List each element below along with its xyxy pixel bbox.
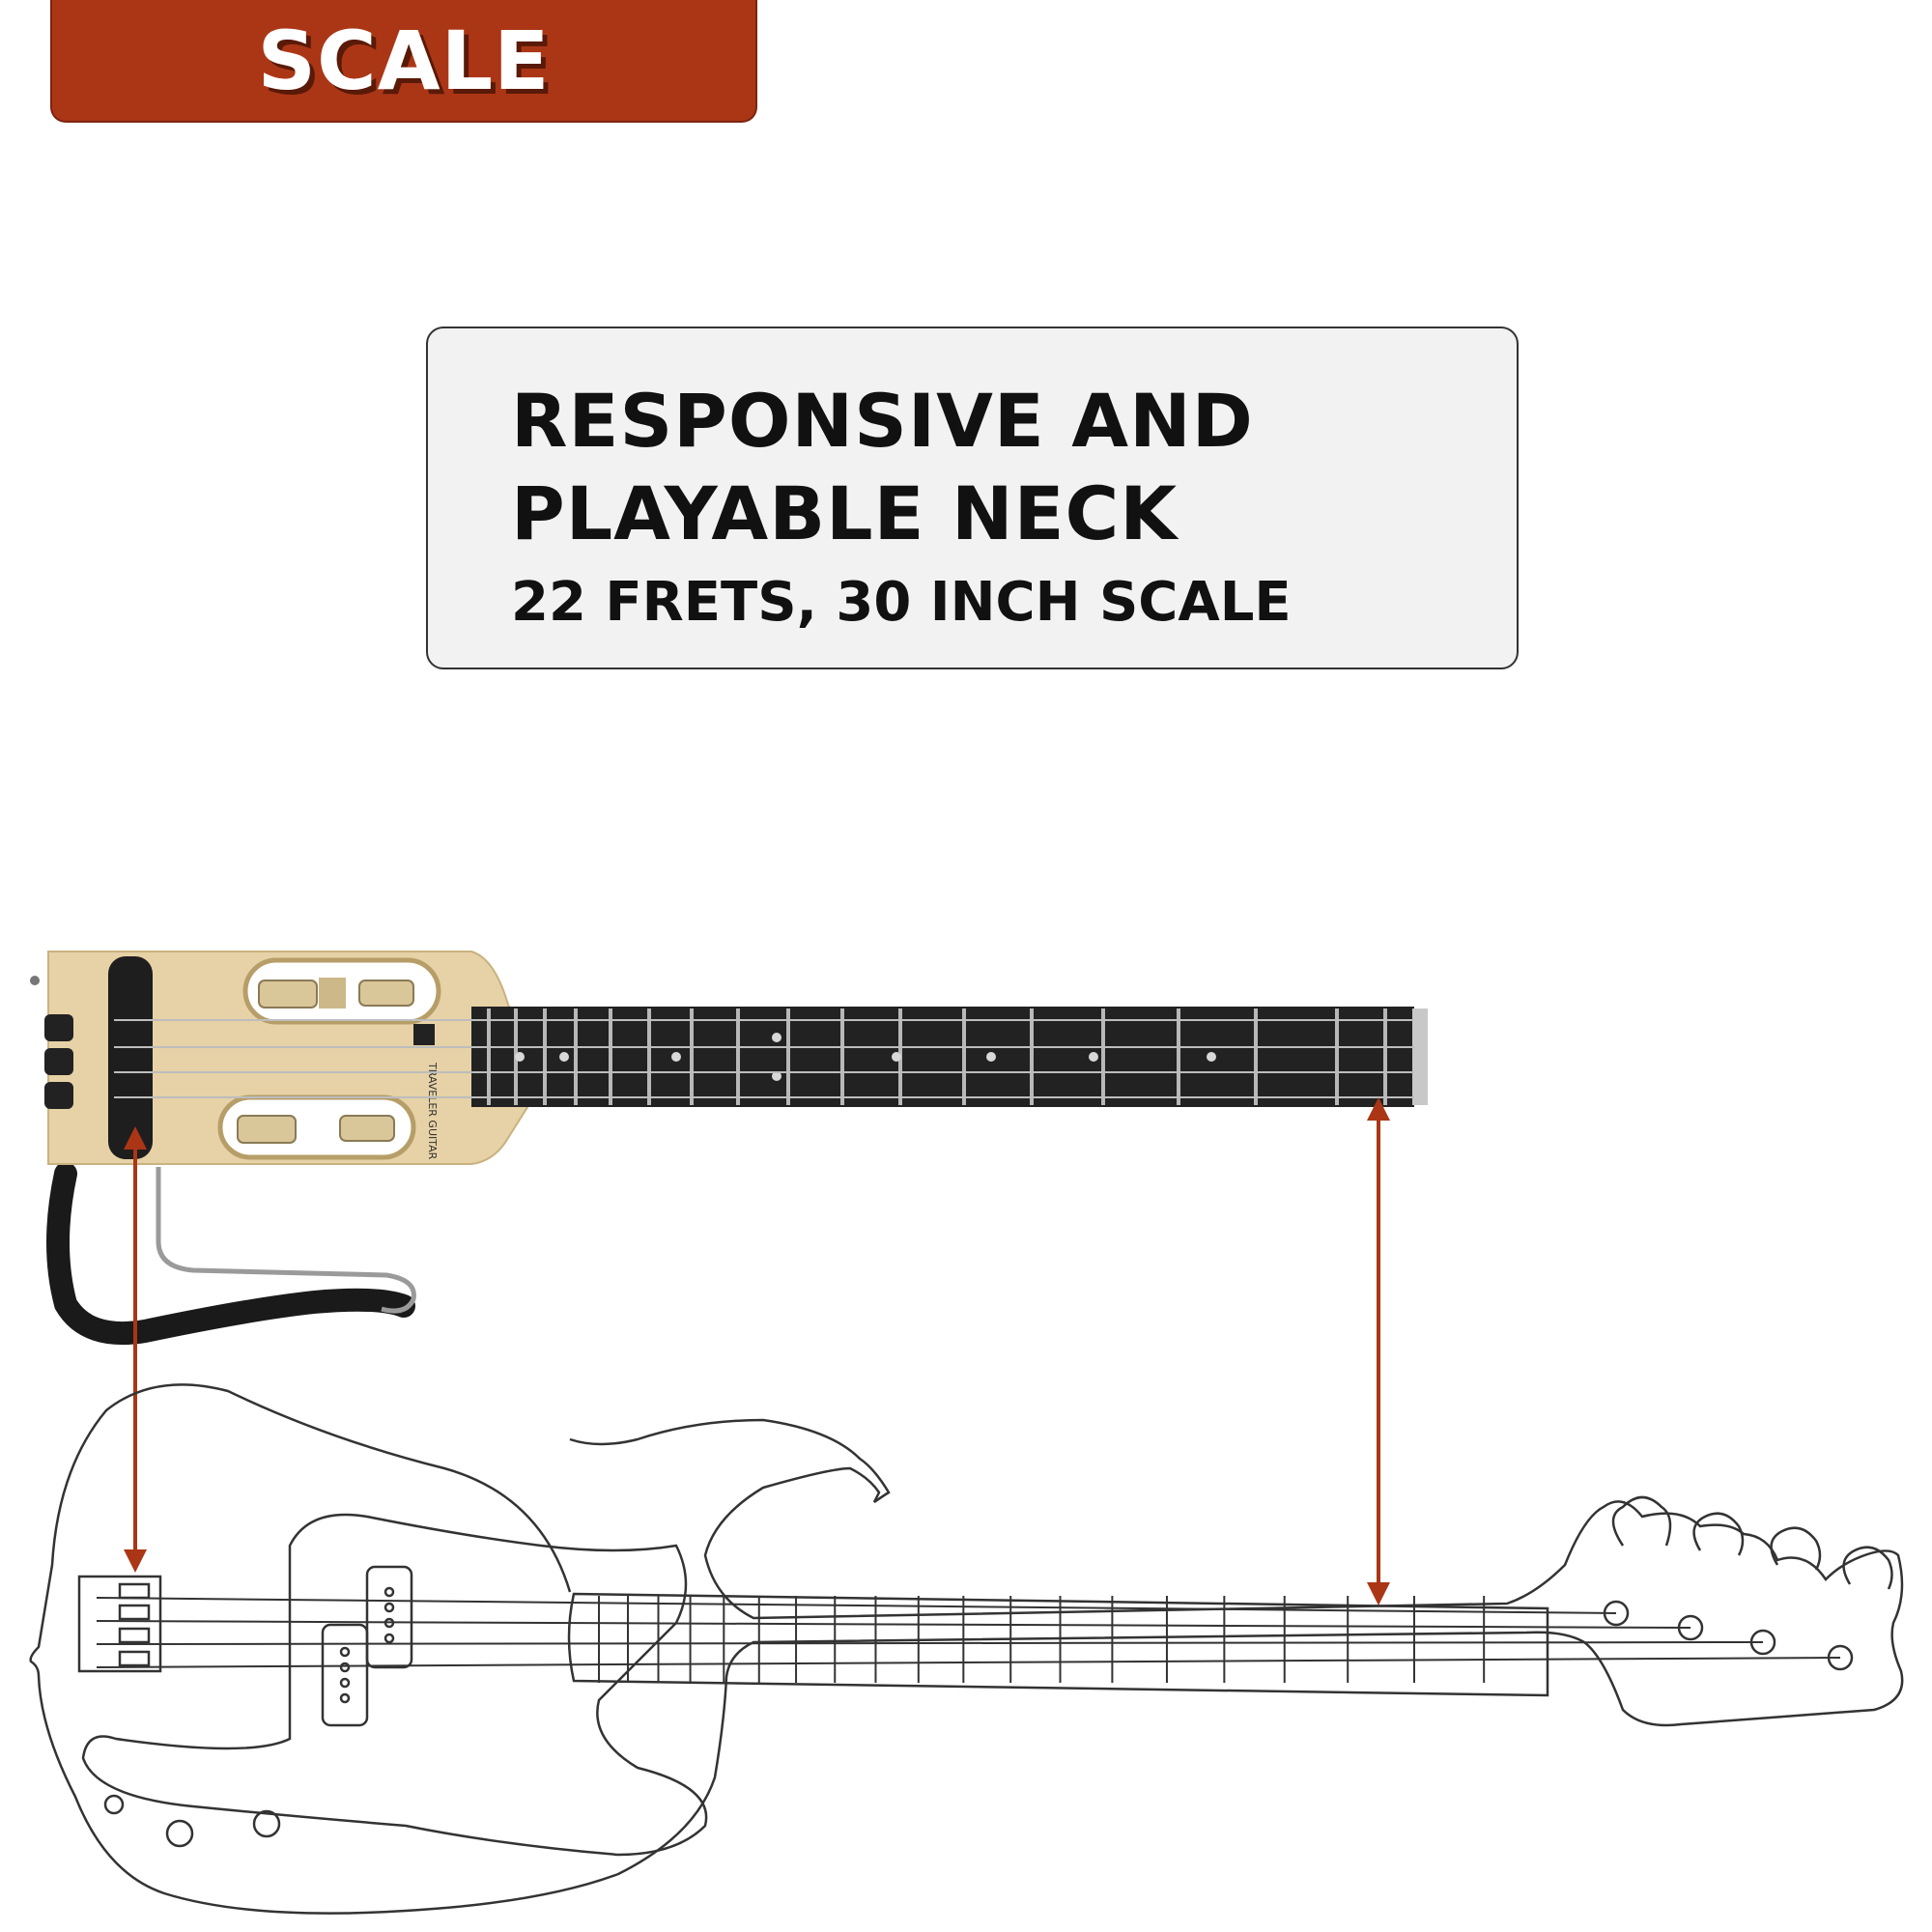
- nut: [1412, 1009, 1428, 1105]
- header-title: SCALE: [257, 13, 551, 108]
- scale-header-tab: SCALE: [50, 0, 757, 123]
- tuner-peg-icon: [358, 980, 414, 1007]
- control-knob-icon: [252, 1809, 281, 1838]
- strings: [114, 1019, 1414, 1098]
- fret-lines: [598, 1596, 1486, 1683]
- control-knob-icon: [44, 1048, 73, 1075]
- pickup-outline: [321, 1623, 369, 1727]
- bridge-outline: [77, 1575, 162, 1673]
- tuner-peg-icon: [237, 1115, 297, 1144]
- body-outline: [29, 1383, 1904, 1915]
- control-knob-icon: [44, 1082, 73, 1109]
- inlay-dot: [772, 1071, 781, 1081]
- inlay-dot: [772, 1033, 781, 1042]
- feature-headline-line2: PLAYABLE NECK: [511, 470, 1179, 556]
- stand-leg-rest: [46, 1162, 415, 1346]
- feature-card: RESPONSIVE AND PLAYABLE NECK 22 FRETS, 3…: [426, 327, 1519, 669]
- strings: [96, 1597, 1841, 1668]
- tuner-key-icon: [1611, 1495, 1672, 1547]
- inlay-dot: [515, 1052, 525, 1062]
- inlay-dot: [559, 1052, 569, 1062]
- string-post: [319, 978, 346, 1009]
- bridge-pickup: [108, 956, 153, 1159]
- traveler-logo-icon: [413, 1024, 435, 1045]
- pickup-outline: [365, 1565, 413, 1669]
- brand-label: TRAVELER GUITAR: [426, 1062, 439, 1160]
- inlay-dot: [1089, 1052, 1098, 1062]
- fret-lines: [487, 1009, 1387, 1105]
- fretboard: [471, 1007, 1414, 1107]
- feature-headline-line1: RESPONSIVE AND: [511, 378, 1254, 464]
- inlay-dot: [986, 1052, 996, 1062]
- tuner-key-icon: [1770, 1526, 1822, 1571]
- tuner-key-icon: [1692, 1512, 1745, 1556]
- tuner-key-icon: [1842, 1546, 1893, 1590]
- inlay-dot: [892, 1052, 901, 1062]
- inlay-dot: [671, 1052, 681, 1062]
- pickguard-outline: [81, 1513, 708, 1857]
- control-knob-icon: [44, 1014, 73, 1041]
- standard-bass-outline: [29, 1383, 1904, 1915]
- travel-bass: TRAVELER GUITAR: [30, 951, 1428, 1346]
- neck-outline: [567, 1592, 1549, 1697]
- control-knob-icon: [103, 1794, 125, 1815]
- tuner-peg-icon: [339, 1115, 395, 1142]
- feature-subline: 22 FRETS, 30 INCH SCALE: [511, 571, 1292, 634]
- fret-inlays: [515, 1033, 1216, 1081]
- inlay-dot: [1207, 1052, 1216, 1062]
- control-knob-icon: [165, 1819, 194, 1848]
- tuner-peg-icon: [258, 980, 318, 1009]
- stand-wire: [156, 1167, 416, 1314]
